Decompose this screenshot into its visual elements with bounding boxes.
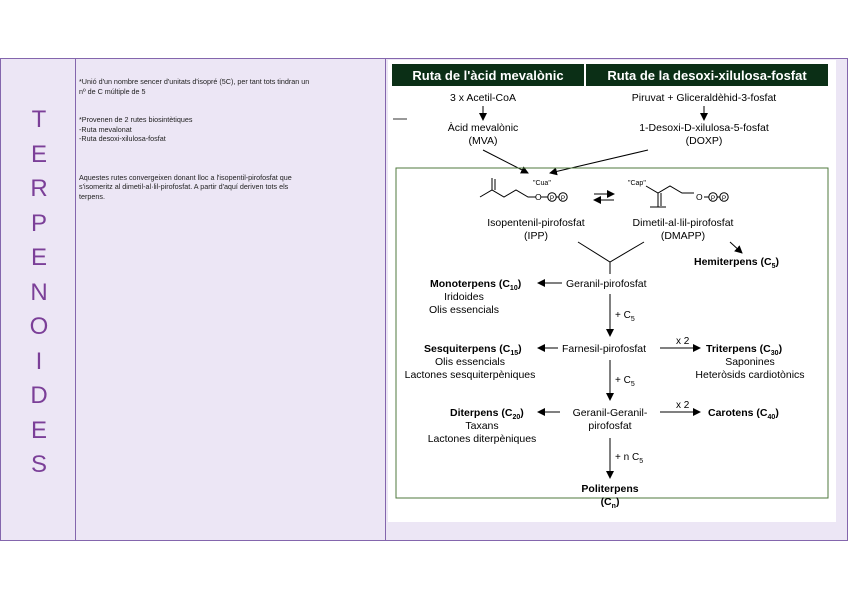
taxans: Taxans <box>465 420 498 432</box>
geranil-geranil-1: Geranil-Geranil- <box>573 407 648 419</box>
merge-v <box>577 241 645 263</box>
title-letter: E <box>30 244 47 271</box>
politerpens-label: Politerpens <box>581 483 638 495</box>
dmapp-o: O <box>696 192 703 202</box>
title-letter: I <box>35 347 43 375</box>
ipp-name: Isopentenil-pirofosfat <box>487 217 585 229</box>
plus-nc5: + n C5 <box>615 452 643 465</box>
vertical-title: T E R P E N O I D E S <box>1 103 77 483</box>
monoterpens-label: Monoterpens (C10) <box>430 278 521 292</box>
header-right-text: Ruta de la desoxi-xilulosa-fosfat <box>607 68 807 83</box>
cua-label: "Cua" <box>533 180 551 187</box>
mva-name: Àcid mevalònic <box>448 121 519 134</box>
notes-cell: *Unió d'un nombre sencer d'unitats d'iso… <box>76 58 386 541</box>
acetil-coa: 3 x Acetil-CoA <box>450 92 516 104</box>
dmapp-structure <box>645 185 729 208</box>
farnesil-pirofosfat: Farnesil-pirofosfat <box>562 343 646 355</box>
note-line: -Ruta desoxi-xilulosa-fosfat <box>79 134 166 143</box>
arrow-mva-ipp <box>482 149 529 174</box>
note-line: s'isomeritz al dimetil-al·lil-pirofosfat… <box>79 182 289 191</box>
header-right-bar <box>586 64 828 86</box>
geranil-pirofosfat: Geranil-pirofosfat <box>566 278 647 290</box>
header-left-bar <box>392 64 584 86</box>
piruvat: Piruvat + Gliceraldèhid-3-fosfat <box>632 92 777 104</box>
carotens-label: Carotens (C40) <box>708 407 779 421</box>
note-line: nº de C múltiple de 5 <box>79 86 146 96</box>
sesquiterpens-label: Sesquiterpens (C15) <box>424 343 522 357</box>
ipp-abbr: (IPP) <box>524 230 548 242</box>
title-letter: S <box>30 451 47 478</box>
lactones-sesquiterpeniques: Lactones sesquiterpèniques <box>405 369 536 381</box>
arrow-hemiterpens <box>729 241 743 254</box>
diagram-svg: Ruta de l'àcid mevalònic Ruta de la deso… <box>392 64 829 510</box>
note-line: *Unió d'un nombre sencer d'unitats d'iso… <box>79 77 310 86</box>
ipp-structure <box>479 178 568 202</box>
title-cell: T E R P E N O I D E S <box>0 58 76 541</box>
olis-essencials-1: Olis essencials <box>429 304 499 316</box>
title-letter: N <box>30 278 48 306</box>
ipp-p2: P <box>561 195 565 202</box>
title-letter: R <box>30 175 48 202</box>
doxp-abbr: (DOXP) <box>686 135 723 147</box>
cap-label: "Cap" <box>628 180 646 187</box>
title-letter: E <box>30 140 47 168</box>
header-left-text: Ruta de l'àcid mevalònic <box>412 68 563 83</box>
dmapp-p2: P <box>722 195 726 202</box>
x2-label-2: x 2 <box>676 400 690 411</box>
note-line: terpens. <box>79 191 105 201</box>
hemiterpens-label: Hemiterpens (C5) <box>694 256 779 270</box>
note-line: *Provenen de 2 rutes biosintètiques <box>79 115 193 124</box>
saponines: Saponines <box>725 356 775 368</box>
x2-label-1: x 2 <box>676 336 690 347</box>
note-line: -Ruta mevalonat <box>79 124 132 134</box>
lactones-diterpeniques: Lactones diterpèniques <box>428 433 537 445</box>
heterosids-cardiotonics: Heteròsids cardiotònics <box>695 369 804 381</box>
mva-abbr: (MVA) <box>469 135 498 147</box>
terpenoid-biosynthesis-diagram: Ruta de l'àcid mevalònic Ruta de la deso… <box>388 60 836 522</box>
ipp-p1: P <box>550 195 554 202</box>
dmapp-p1: P <box>711 195 715 202</box>
title-letter: O <box>29 313 49 340</box>
title-letter: T <box>31 106 47 133</box>
politerpens-cn: (Cn) <box>601 496 620 510</box>
convergence-box <box>395 167 829 499</box>
notes-text: *Unió d'un nombre sencer d'unitats d'iso… <box>79 77 379 201</box>
dmapp-abbr: (DMAPP) <box>661 230 705 242</box>
plus-c5-1: + C5 <box>615 310 635 323</box>
title-letter: P <box>30 209 47 237</box>
diterpens-label: Diterpens (C20) <box>450 407 524 421</box>
note-line: Aquestes rutes convergeixen donant lloc … <box>79 172 292 182</box>
title-letter: E <box>30 416 47 444</box>
arrow-doxp-ipp <box>549 149 649 176</box>
title-letter: D <box>30 382 48 409</box>
geranil-geranil-2: pirofosfat <box>588 420 631 432</box>
plus-c5-2: + C5 <box>615 375 635 388</box>
dmapp-name: Dimetil-al·lil-pirofosfat <box>633 217 734 229</box>
triterpens-label: Triterpens (C30) <box>706 343 782 357</box>
iridoides: Iridoides <box>444 291 484 303</box>
doxp-name: 1-Desoxi-D-xilulosa-5-fosfat <box>639 122 769 134</box>
ipp-o: O <box>535 192 542 202</box>
olis-essencials-2: Olis essencials <box>435 356 505 368</box>
